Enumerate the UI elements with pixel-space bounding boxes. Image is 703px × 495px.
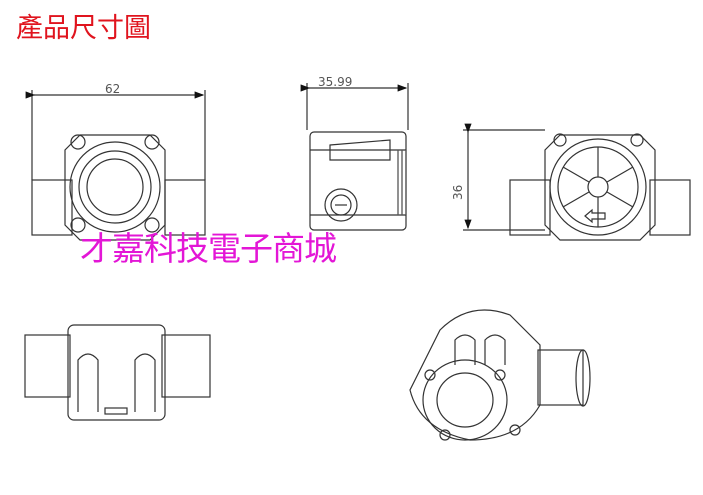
dimension-height-label: 36 <box>451 185 465 200</box>
dimension-depth-label: 35.99 <box>318 75 352 89</box>
page-title: 產品尺寸圖 <box>16 13 151 44</box>
dimension-width-label: 62 <box>105 82 120 96</box>
end-view: 36 <box>451 123 691 241</box>
bottom-view <box>24 324 211 421</box>
watermark-text: 才嘉科技電子商城 <box>80 229 337 268</box>
isometric-view <box>409 309 591 441</box>
front-view: 62 <box>25 82 206 241</box>
side-view: 35.99 <box>300 75 409 231</box>
